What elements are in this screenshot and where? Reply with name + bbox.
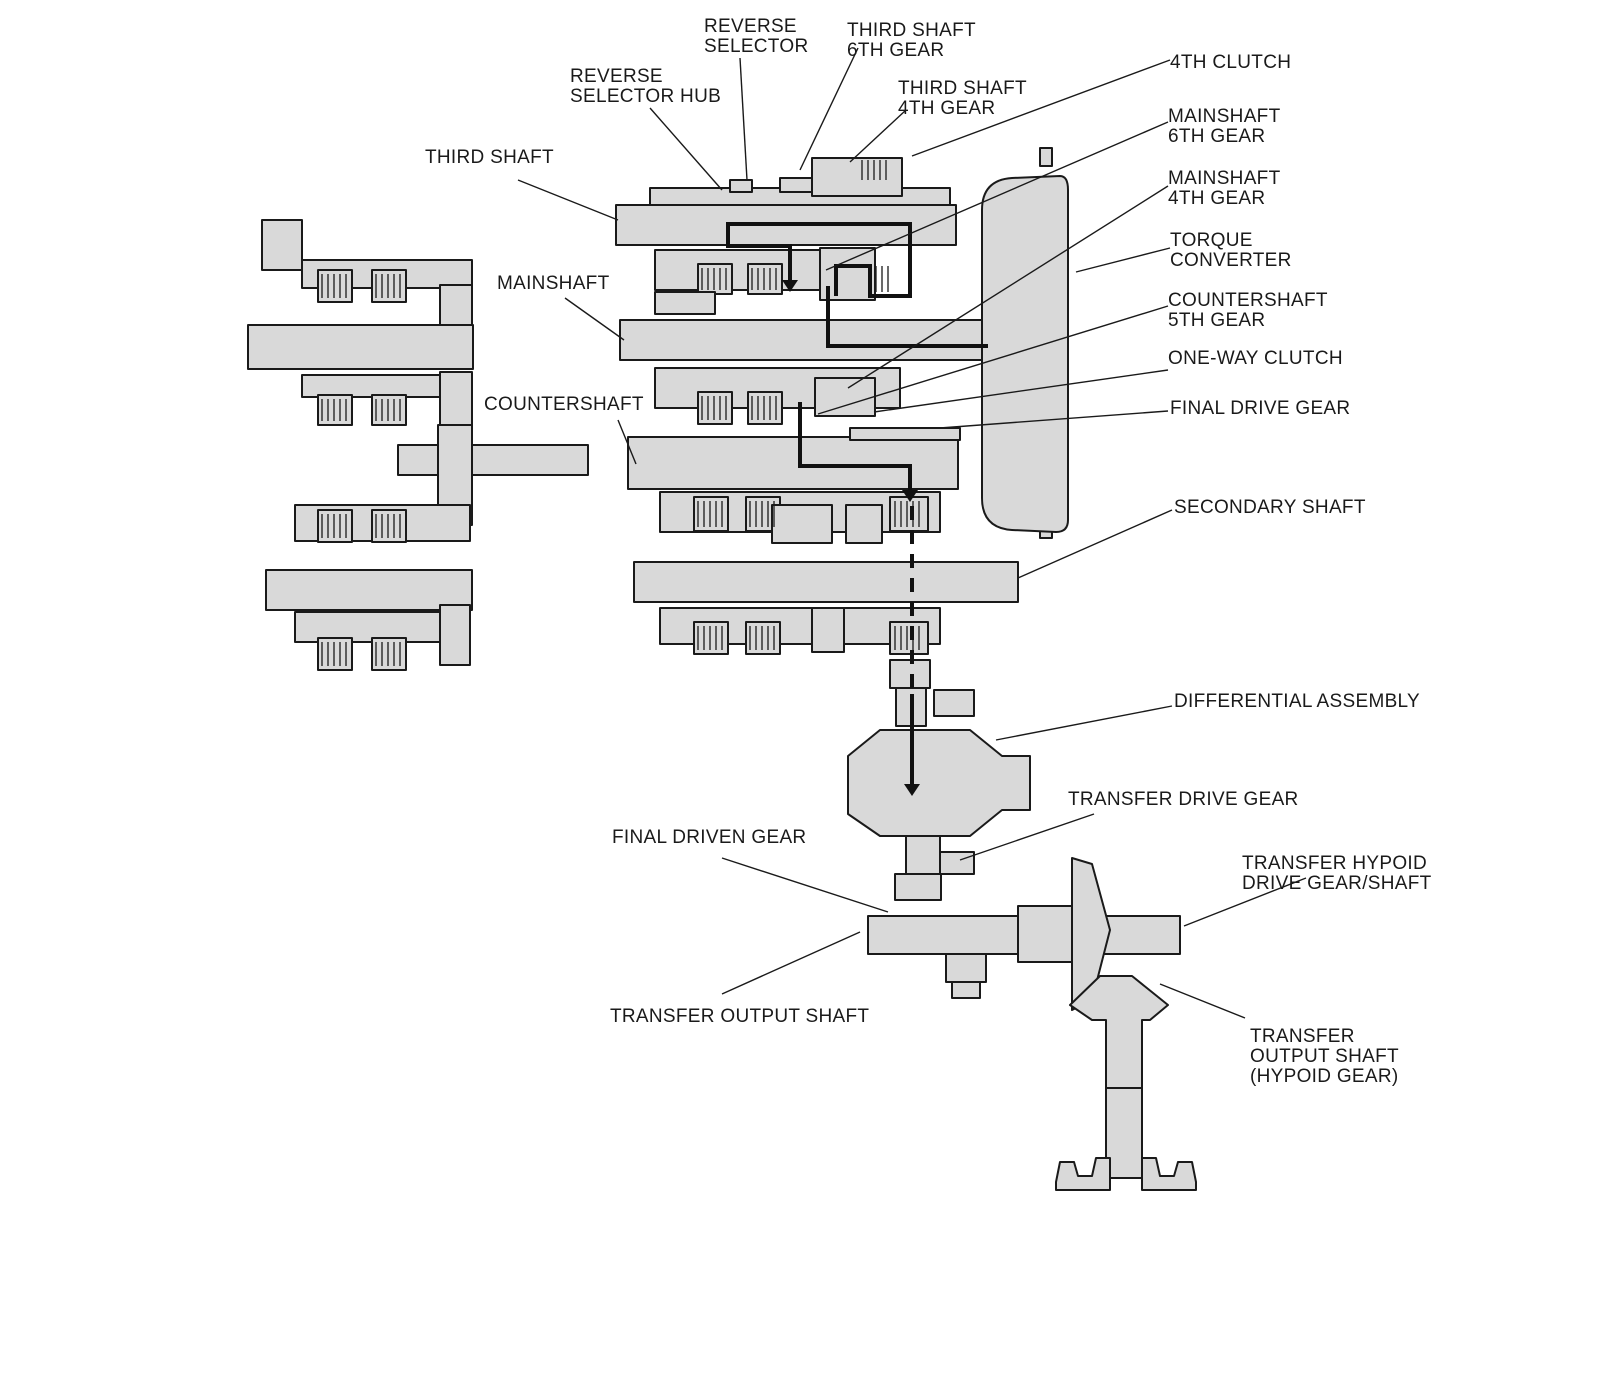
torque-converter — [981, 175, 1069, 533]
label-one-way-clutch: ONE-WAY CLUTCH — [1168, 348, 1343, 369]
label-third-shaft-4th-gear: THIRD SHAFT 4TH GEAR — [898, 78, 1032, 119]
label-mainshaft-4th-gear: MAINSHAFT 4TH GEAR — [1168, 168, 1286, 209]
left-shaft-assembly — [247, 219, 589, 671]
label-final-drive-gear: FINAL DRIVE GEAR — [1170, 398, 1350, 419]
label-mainshaft: MAINSHAFT — [497, 273, 610, 294]
power-flow-path — [726, 222, 988, 796]
label-reverse-selector: REVERSE SELECTOR — [704, 16, 808, 57]
label-differential-assembly: DIFFERENTIAL ASSEMBLY — [1174, 691, 1420, 712]
countershaft — [627, 436, 959, 490]
label-4th-clutch: 4TH CLUTCH — [1170, 52, 1291, 73]
label-transfer-drive-gear: TRANSFER DRIVE GEAR — [1068, 789, 1299, 810]
label-secondary-shaft: SECONDARY SHAFT — [1174, 497, 1366, 518]
label-countershaft-5th-gear: COUNTERSHAFT 5TH GEAR — [1168, 290, 1333, 331]
label-torque-converter: TORQUE CONVERTER — [1170, 230, 1292, 271]
part-labels: REVERSE SELECTOR THIRD SHAFT 6TH GEAR TH… — [425, 16, 1433, 1087]
differential-assembly — [847, 729, 1031, 837]
label-reverse-selector-hub: REVERSE SELECTOR HUB — [570, 66, 721, 107]
secondary-shaft — [633, 561, 1019, 603]
hypoid-gear — [1069, 975, 1169, 1091]
leader-lines — [517, 47, 1307, 1019]
differential-transfer-assembly — [847, 659, 1197, 1191]
label-final-driven-gear: FINAL DRIVEN GEAR — [612, 827, 806, 848]
label-third-shaft-6th-gear: THIRD SHAFT 6TH GEAR — [847, 20, 981, 61]
label-transfer-hypoid-drive-gear-shaft: TRANSFER HYPOID DRIVE GEAR/SHAFT — [1242, 853, 1433, 894]
label-transfer-output-shaft: TRANSFER OUTPUT SHAFT — [610, 1006, 869, 1027]
label-mainshaft-6th-gear: MAINSHAFT 6TH GEAR — [1168, 106, 1286, 147]
label-countershaft: COUNTERSHAFT — [484, 394, 644, 415]
label-transfer-output-shaft-hypoid-gear: TRANSFER OUTPUT SHAFT (HYPOID GEAR) — [1250, 1026, 1404, 1087]
label-third-shaft: THIRD SHAFT — [425, 147, 554, 168]
